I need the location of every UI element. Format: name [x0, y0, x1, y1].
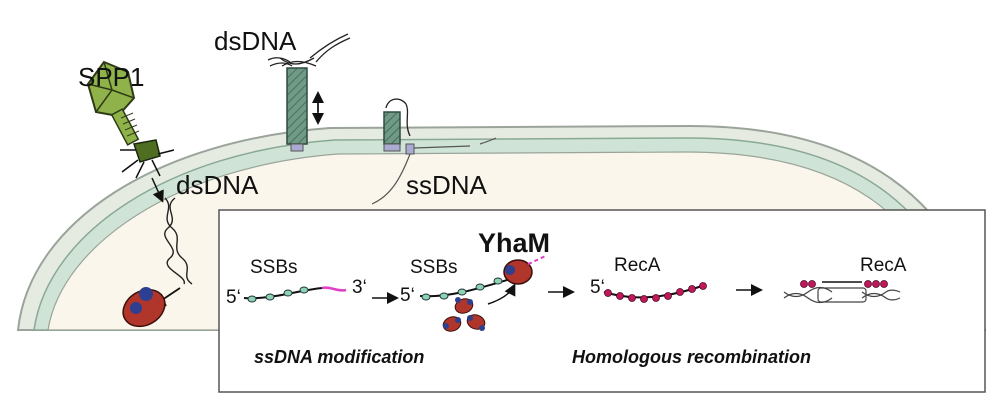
yham-label: YhaM [478, 228, 551, 258]
reca-filament-icon [603, 282, 707, 303]
ssbs-label-2: SSBs [410, 257, 458, 278]
caption-ssdna-modification: ssDNA modification [254, 347, 425, 367]
dsdna-helix-left [164, 197, 193, 285]
ssdna-label: ssDNA [406, 170, 487, 200]
ssbs-label-1: SSBs [250, 257, 298, 278]
caption-homologous-recombination: Homologous recombination [572, 347, 812, 367]
spp1-label: SPP1 [78, 62, 145, 92]
phage-icon [86, 60, 175, 179]
dsdna-top-label: dsDNA [214, 26, 297, 56]
five-prime-label-3: 5‘ [590, 277, 605, 298]
dna-translocation-pore-icon [267, 33, 351, 152]
yham-protein-icon [442, 255, 547, 332]
short-pore-icon [371, 98, 497, 205]
ssdna-strand-2 [419, 277, 515, 301]
dsdna-left-label: dsDNA [176, 170, 259, 200]
nuclease-protein-icon [122, 287, 166, 328]
reca-label-1: RecA [614, 255, 661, 276]
dloop-icon [783, 281, 901, 304]
process-inset-panel [218, 209, 986, 393]
three-prime-label: 3‘ [352, 277, 367, 298]
five-prime-label-2: 5‘ [400, 285, 415, 306]
reca-dots-2 [800, 280, 888, 288]
reca-label-2: RecA [860, 255, 907, 276]
ssdna-strand-1 [243, 286, 347, 303]
five-prime-label-1: 5‘ [226, 287, 241, 308]
injection-arrow [151, 177, 164, 203]
